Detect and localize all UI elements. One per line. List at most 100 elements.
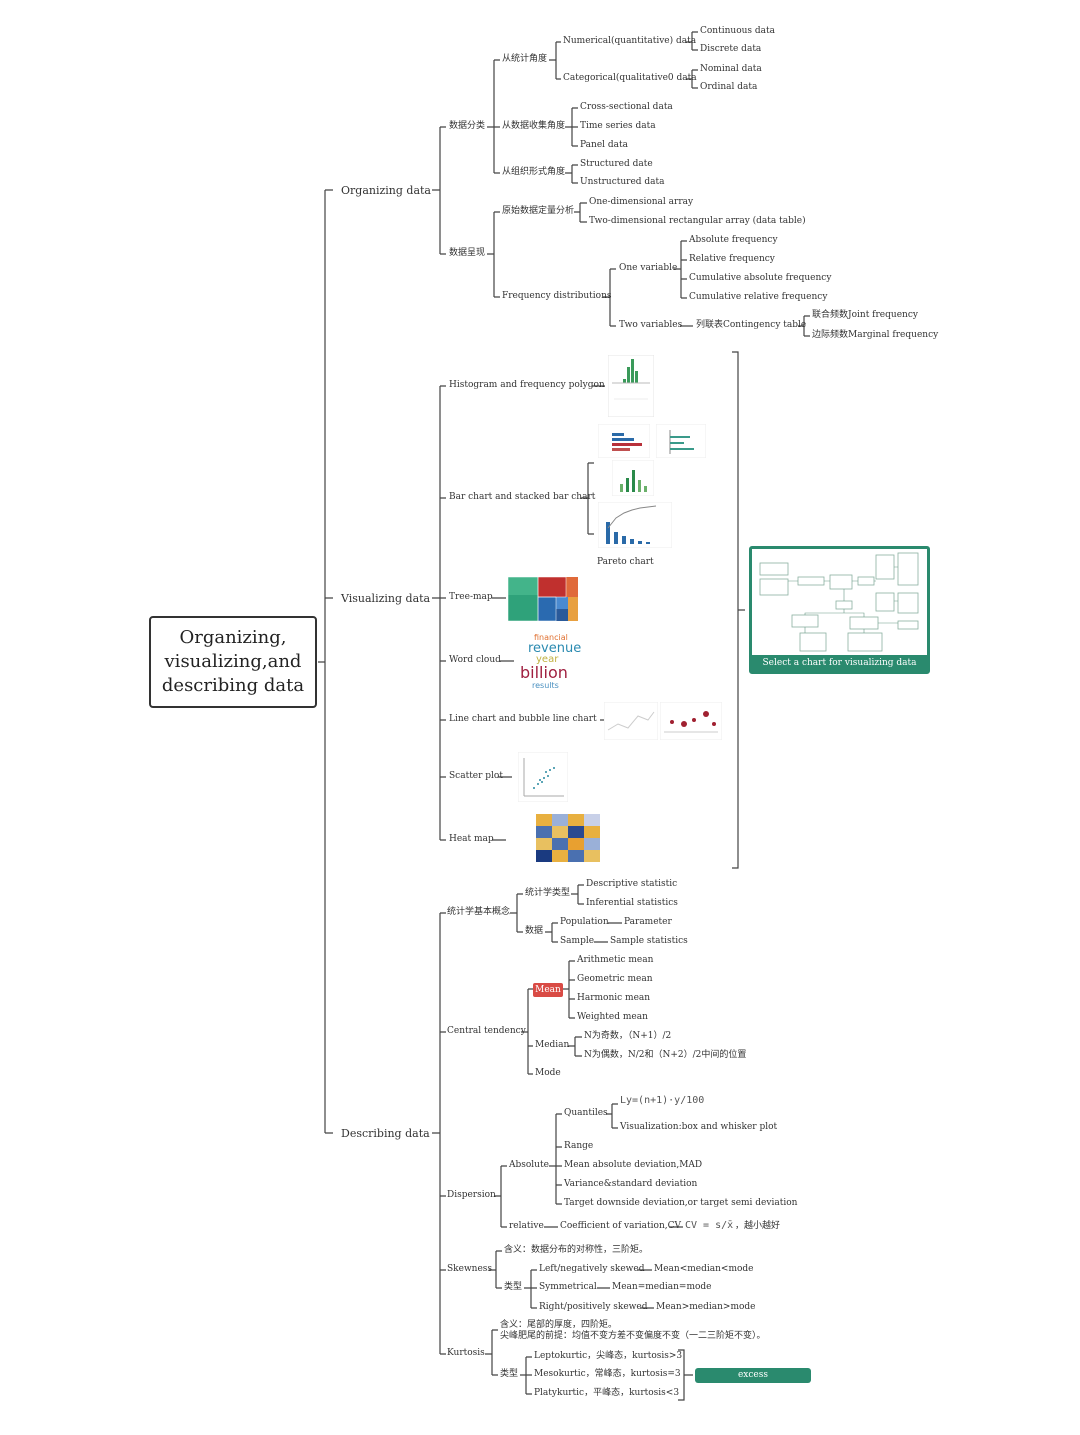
quantile-formula: Ly=(n+1)·y/100 <box>620 1095 705 1106</box>
central-tendency-node: Central tendency <box>447 1026 526 1036</box>
histogram-node: Histogram and frequency polygon <box>449 380 605 390</box>
dispersion-node: Dispersion <box>447 1190 496 1200</box>
platykurtic-node: Platykurtic，平峰态，kurtosis<3 <box>534 1388 680 1398</box>
symmetrical-relation: Mean=median=mode <box>612 1282 712 1292</box>
cum-abs-freq-node: Cumulative absolute frequency <box>689 273 832 283</box>
cross-sectional-node: Cross-sectional data <box>580 102 673 112</box>
median-odd-node: N为奇数，（N+1）/2 <box>584 1031 672 1041</box>
treemap-node: Tree-map <box>449 592 493 602</box>
kurtosis-node: Kurtosis <box>447 1348 485 1358</box>
cv-note: ，越小越好 <box>735 1221 781 1231</box>
wordcloud-word-billion: billion <box>520 663 568 682</box>
stat-angle-node: 从统计角度 <box>502 54 548 64</box>
describing-data-node: Describing data <box>341 1127 430 1140</box>
stat-types-node: 统计学类型 <box>525 888 571 898</box>
stacked-bar-thumb <box>612 460 654 496</box>
word-cloud-node: Word cloud <box>449 655 501 665</box>
bar-chart-thumb-2 <box>656 424 706 458</box>
cv-formula: CV = s/x̄ <box>685 1220 734 1231</box>
joint-freq-node: 联合频数Joint frequency <box>812 310 918 320</box>
wordcloud-word-year: year <box>536 654 559 665</box>
cum-rel-freq-node: Cumulative relative frequency <box>689 292 828 302</box>
bubble-chart-thumbnail <box>660 702 722 740</box>
median-even-node: N为偶数，N/2和（N+2）/2中间的位置 <box>584 1050 747 1060</box>
line-chart-thumbnail <box>604 702 658 740</box>
mesokurtic-node: Mesokurtic，常峰态，kurtosis=3 <box>534 1369 681 1379</box>
pareto-thumbnail <box>598 502 672 548</box>
line-chart-node: Line chart and bubble line chart <box>449 714 597 724</box>
heat-map-node: Heat map <box>449 834 494 844</box>
nominal-data-node: Nominal data <box>700 64 762 74</box>
variance-node: Variance&standard deviation <box>564 1179 698 1189</box>
visualizing-data-node: Visualizing data <box>341 592 431 605</box>
ordinal-data-node: Ordinal data <box>700 82 758 92</box>
heatmap-thumbnail <box>536 814 600 862</box>
absolute-node: Absolute <box>509 1160 549 1170</box>
two-dim-array-node: Two-dimensional rectangular array (data … <box>589 216 806 226</box>
panel-data-node: Panel data <box>580 140 628 150</box>
root-line-2: visualizing,and <box>164 651 302 672</box>
parameter-node: Parameter <box>624 917 672 927</box>
sample-node: Sample <box>560 936 595 946</box>
data-presentation-node: 数据呈现 <box>449 248 486 258</box>
structured-node: Structured date <box>580 159 653 169</box>
freq-dist-node: Frequency distributions <box>502 291 612 301</box>
kurtosis-meaning-1: 含义：尾部的厚度，四阶矩。 <box>500 1320 618 1330</box>
contingency-table-node: 列联表Contingency table <box>696 320 807 330</box>
weighted-mean-node: Weighted mean <box>577 1012 648 1022</box>
collection-angle-node: 从数据收集角度 <box>502 121 566 131</box>
excess-kurtosis-badge: excess kurtosis=kurtosis-3 <box>695 1368 811 1395</box>
left-skewed-node: Left/negatively skewed <box>539 1264 645 1274</box>
root-node: Organizing, visualizing,and describing d… <box>149 616 317 708</box>
wordcloud-word-revenue: revenue <box>528 641 581 656</box>
kurtosis-meaning-2: 尖峰肥尾的前提：均值不变方差不变偏度不变（一二三阶矩不变）。 <box>500 1331 766 1341</box>
wordcloud-word-results: results <box>532 681 559 690</box>
mean-badge: Mean <box>533 983 563 997</box>
median-node: Median <box>535 1040 570 1050</box>
select-chart-caption: Select a chart for visualizing data <box>752 655 927 671</box>
data-classification-node: 数据分类 <box>449 121 486 131</box>
time-series-node: Time series data <box>580 121 656 131</box>
data-concept-node: 数据 <box>525 926 544 936</box>
cv-node: Coefficient of variation,CV <box>560 1221 681 1231</box>
leptokurtic-node: Leptokurtic，尖峰态，kurtosis>3 <box>534 1351 683 1361</box>
descriptive-stat-node: Descriptive statistic <box>586 879 678 889</box>
flowchart-thumbnail <box>759 552 919 652</box>
abs-freq-node: Absolute frequency <box>689 235 778 245</box>
quantiles-node: Quantiles <box>564 1108 608 1118</box>
treemap-thumbnail <box>508 577 578 621</box>
kurtosis-types-label: 类型 <box>500 1369 519 1379</box>
skewness-node: Skewness <box>447 1264 493 1274</box>
symmetrical-node: Symmetrical <box>539 1282 597 1292</box>
scatter-plot-node: Scatter plot <box>449 771 503 781</box>
continuous-data-node: Continuous data <box>700 26 775 36</box>
right-skewed-node: Right/positively skewed <box>539 1302 648 1312</box>
sample-statistics-node: Sample statistics <box>610 936 688 946</box>
basic-concepts-node: 统计学基本概念 <box>447 907 511 917</box>
skewness-types-label: 类型 <box>504 1282 523 1292</box>
arithmetic-mean-node: Arithmetic mean <box>577 955 654 965</box>
unstructured-node: Unstructured data <box>580 177 665 187</box>
root-line-3: describing data <box>161 675 305 696</box>
one-dim-array-node: One-dimensional array <box>589 197 694 207</box>
discrete-data-node: Discrete data <box>700 44 762 54</box>
range-node: Range <box>564 1141 594 1151</box>
form-angle-node: 从组织形式角度 <box>502 167 566 177</box>
histogram-thumbnail <box>608 355 654 417</box>
harmonic-mean-node: Harmonic mean <box>577 993 651 1003</box>
categorical-data-node: Categorical(qualitative0 data <box>563 73 697 83</box>
bar-chart-node: Bar chart and stacked bar chart <box>449 492 596 502</box>
right-skewed-relation: Mean>median>mode <box>656 1302 756 1312</box>
organizing-data-node: Organizing data <box>341 184 431 197</box>
raw-analysis-node: 原始数据定量分析 <box>502 206 575 216</box>
population-node: Population <box>560 917 609 927</box>
marginal-freq-node: 边际频数Marginal frequency <box>812 330 939 340</box>
two-variables-node: Two variables <box>619 320 683 330</box>
skewness-meaning: 含义：数据分布的对称性，三阶矩。 <box>504 1245 649 1255</box>
wordcloud-word-financial: financial <box>534 633 568 642</box>
chart-selection-guide: Select a chart for visualizing data <box>749 546 930 674</box>
target-downside-node: Target downside deviation,or target semi… <box>564 1198 798 1208</box>
word-cloud-thumbnail: financial revenue year billion results <box>518 630 592 690</box>
rel-freq-node: Relative frequency <box>689 254 775 264</box>
